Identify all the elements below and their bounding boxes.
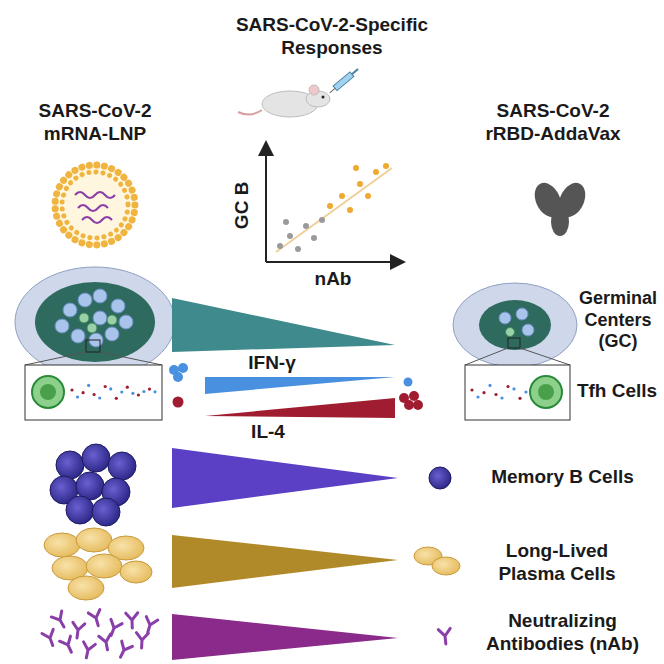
vaccine-label: SARS-CoV-2 mRNA-LNP [30,100,160,146]
cytokine-dot [120,390,123,393]
antibody-symbol [142,617,158,635]
antibody-symbol [71,622,85,638]
tfh-box-right [465,365,570,420]
cytokine-dot [76,395,79,398]
cytokine-dot [131,392,134,395]
cytokine-dot [482,391,485,394]
scatter-plot [266,148,398,262]
cytokine-dot [109,387,112,390]
row-label: Germinal Centers (GC) [576,288,660,353]
ifn-wedge [205,377,395,394]
antibody-symbol [99,634,114,651]
antibody-wedge [172,614,398,660]
antibody-symbol [80,642,95,659]
cytokine-dot [500,396,503,399]
cytokine-dot [98,396,101,399]
cytokine-dot [494,393,497,396]
row-label: Neutralizing Antibodies (nAb) [470,610,655,656]
plasma-cells [44,528,460,600]
antibody-symbol [126,613,139,628]
cytokine-dot [148,388,151,391]
cytokine-dot [153,390,156,393]
germinal-center-right [453,283,577,367]
antibody-symbol [115,641,132,660]
cytokine-dot [93,393,96,396]
antibody-symbol [42,629,58,647]
memory-wedge [172,448,398,508]
cytokine-dot [488,384,491,387]
cytokine-dot [518,397,521,400]
antibody-symbol [106,619,123,637]
lnp-icon [55,165,135,245]
plasma-wedge [172,535,398,588]
memory-b-cells [50,444,451,526]
antibody-symbol [88,610,104,628]
title: SARS-CoV-2-Specific Responses [222,14,442,60]
cytokine-label: IL-4 [238,421,298,444]
antibodies [42,610,452,660]
antibody-symbol [438,628,452,644]
antibody-symbol [51,611,69,630]
vaccine-label: SARS-CoV-2 rRBD-AddaVax [478,100,628,146]
antibody-symbol [136,633,149,649]
gc-wedge [172,298,395,352]
cytokine-dot [142,390,145,393]
cytokine-dot [512,387,515,390]
row-label: Long-Lived Plasma Cells [482,540,632,586]
row-label: Memory B Cells [465,466,660,489]
cytokine-dot [126,386,129,389]
mouse-icon [238,67,360,117]
germinal-center-left [15,267,175,377]
cytokine-label: IFN-γ [232,352,312,375]
antibody-symbol [60,636,77,655]
cytokine-dot [70,388,73,391]
axis-label: GC B [231,175,254,235]
axis-label: nAb [303,268,363,291]
cytokine-dot [470,388,473,391]
tfh-box-left [25,365,162,420]
cytokine-dot [115,397,118,400]
protein-icon [530,179,591,236]
cytokine-dot [87,384,90,387]
cytokine-dot [506,385,509,388]
cytokine-dot [137,393,140,396]
row-label: Tfh Cells [574,380,660,403]
cytokine-dot [104,385,107,388]
cytokine-dot [82,391,85,394]
cytokine-dot [476,395,479,398]
il4-wedge [205,398,395,418]
cytokine-dot [524,390,527,393]
